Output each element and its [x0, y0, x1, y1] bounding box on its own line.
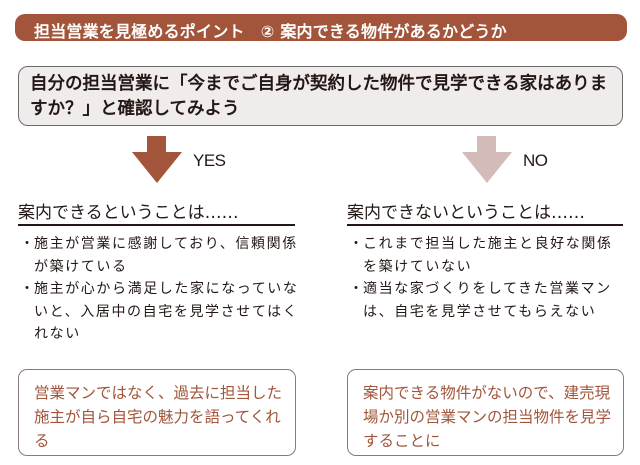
bullet-dot-icon: ・ — [20, 236, 36, 252]
bullet-dot-icon: ・ — [349, 281, 365, 297]
yes-bullet-list: ・ 施主が営業に感謝しており、信頼関係が築けている ・ 施主が心から満足した家に… — [20, 233, 300, 346]
section-header-bar: 担当営業を見極めるポイント ② 案内できる物件があるかどうか — [15, 14, 627, 41]
yes-divider — [18, 224, 295, 226]
question-text: 自分の担当営業に「今までご自身が契約した物件で見学できる家はありますか？」と確認… — [30, 74, 608, 119]
bullet-dot-icon: ・ — [20, 281, 36, 297]
bullet-dot-icon: ・ — [349, 236, 365, 252]
yes-result-text: 営業マンではなく、過去に担当した施主が自ら自宅の魅力を語ってくれる — [34, 384, 283, 450]
bullet-text: 施主が営業に感謝しており、信頼関係が築けている — [34, 236, 298, 275]
bullet-text: これまで担当した施主と良好な関係を築けていない — [363, 236, 613, 275]
no-heading: 案内できないということは…… — [347, 203, 585, 223]
no-bullet-item: ・ 適当な家づくりをしてきた営業マンは、自宅を見学させてもらえない — [349, 278, 627, 323]
yes-result-box: 営業マンではなく、過去に担当した施主が自ら自宅の魅力を語ってくれる — [18, 369, 296, 456]
no-label: NO — [523, 151, 548, 170]
no-down-arrow-icon — [462, 136, 512, 183]
yes-label: YES — [193, 151, 226, 170]
bullet-text: 施主が心から満足した家になっていないと、入居中の自宅を見学させてはくれない — [34, 281, 299, 342]
no-bullet-list: ・ これまで担当した施主と良好な関係を築けていない ・ 適当な家づくりをしてきた… — [349, 233, 627, 323]
yes-down-arrow-icon — [132, 136, 182, 183]
question-box: 自分の担当営業に「今までご自身が契約した物件で見学できる家はありますか？」と確認… — [18, 66, 623, 126]
yes-heading: 案内できるということは…… — [18, 203, 239, 223]
yes-bullet-item: ・ 施主が心から満足した家になっていないと、入居中の自宅を見学させてはくれない — [20, 278, 300, 346]
no-result-text: 案内できる物件がないので、建売現場か別の営業マンの担当物件を見学することに — [363, 384, 612, 450]
section-title: 担当営業を見極めるポイント ② 案内できる物件があるかどうか — [34, 22, 507, 41]
bullet-text: 適当な家づくりをしてきた営業マンは、自宅を見学させてもらえない — [363, 281, 612, 320]
no-bullet-item: ・ これまで担当した施主と良好な関係を築けていない — [349, 233, 627, 278]
no-divider — [347, 224, 623, 226]
yes-bullet-item: ・ 施主が営業に感謝しており、信頼関係が築けている — [20, 233, 300, 278]
no-result-box: 案内できる物件がないので、建売現場か別の営業マンの担当物件を見学することに — [347, 369, 624, 456]
